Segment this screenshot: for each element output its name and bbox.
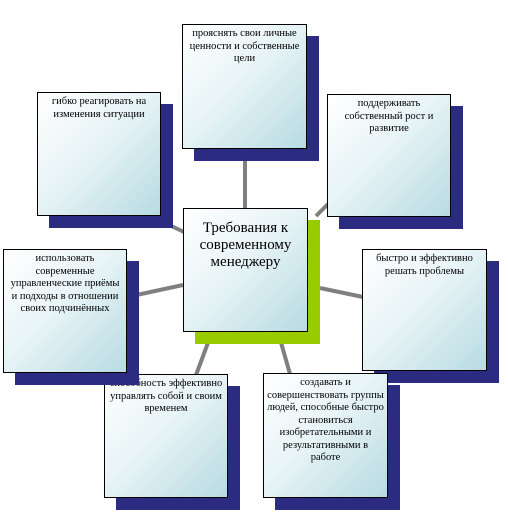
requirement-self-management-text: способность эффективно управлять собой и… (104, 374, 228, 498)
requirement-subordinates-node: использовать современные управленческие … (3, 249, 139, 385)
requirement-problems-node: быстро и эффективно решать проблемы (362, 249, 499, 383)
requirement-flexibility-node: гибко реагировать на изменения ситуации (37, 92, 173, 228)
requirement-growth-text: поддерживать собственный рост и развитие (327, 94, 451, 217)
requirement-growth-node: поддерживать собственный рост и развитие (327, 94, 463, 229)
requirement-problems-text: быстро и эффективно решать проблемы (362, 249, 487, 371)
requirement-flexibility-text: гибко реагировать на изменения ситуации (37, 92, 161, 216)
requirement-self-management-node: способность эффективно управлять собой и… (104, 374, 240, 510)
requirement-teams-text: создавать и совершенствовать группы люде… (263, 373, 388, 498)
requirement-goals-node: прояснять свои личные ценности и собстве… (182, 24, 319, 161)
center-node-title: Требования к современному менеджеру (183, 208, 308, 332)
requirement-teams-node: создавать и совершенствовать группы люде… (263, 373, 400, 510)
requirement-goals-text: прояснять свои личные ценности и собстве… (182, 24, 307, 149)
connector-problems (319, 286, 364, 299)
requirement-subordinates-text: использовать современные управленческие … (3, 249, 127, 373)
center-node: Требования к современному менеджеру (183, 208, 320, 344)
